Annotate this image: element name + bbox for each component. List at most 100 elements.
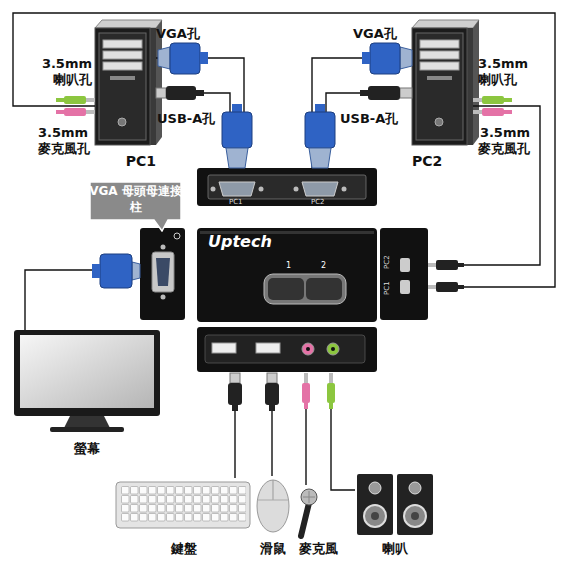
usb-cable [326,93,412,168]
audio-plug [428,285,436,289]
usb-plug [265,383,279,405]
audio-cable [305,373,306,485]
kvm-top-panel [197,168,377,206]
monitor-illustration [50,427,124,432]
kvm-body [268,278,304,300]
button-number: 2 [321,261,326,271]
kvm-right-panel [400,280,410,294]
kvm-right-panel [400,258,410,272]
port-label: 3.5mm 喇叭孔 [478,56,536,87]
speaker-illustration [364,505,386,527]
node-label: 鍵盤 [115,541,252,557]
usb-plug [269,405,275,411]
audio-plug [458,263,464,267]
vga-plug [226,148,248,168]
vga-plug [158,47,170,69]
audio-plug [504,110,512,114]
audio-plug [64,108,86,116]
node-label: Uptech [208,232,272,251]
kvm-left-panel [140,228,185,320]
computer: PC2 [412,20,473,170]
kvm-bottom-panel [327,343,339,355]
usb-cable [271,373,272,476]
node-label: PC1 [126,153,156,170]
kvm-top-panel [342,187,347,192]
kvm-top-panel [302,182,338,196]
microphone-illustration [301,489,317,536]
usb-plug [166,86,196,100]
vga-plug [400,47,412,69]
speaker-illustration [371,512,379,520]
vga-plug [315,104,325,112]
audio-plug [56,110,64,114]
audio-plug [428,263,436,267]
kvm-right-panel [380,228,428,320]
audio-plug [458,285,464,289]
kvm-top-panel [219,182,255,196]
audio-cable [428,106,540,265]
keyboard-illustration [116,482,250,528]
monitor-illustration [64,416,110,428]
audio-plug [302,383,310,403]
mouse-illustration [257,480,289,532]
audio-cable [13,13,555,287]
audio-plug [56,98,64,102]
usb-cable [156,93,230,168]
speaker-illustration [357,474,393,535]
vga-plug [170,43,200,74]
vga-plug [309,148,331,168]
audio-plug [482,108,504,116]
microphone-illustration [301,503,309,536]
audio-plug [436,282,458,292]
audio-plug [304,373,308,383]
vga-plug [92,264,100,278]
usb-plug [368,86,400,100]
speaker: 喇叭 [355,460,435,561]
microphone: 麥克風 [295,485,341,561]
audio-plug [86,98,95,102]
port-label: VGA孔 [156,26,200,42]
node-label: 麥克風 [295,541,341,557]
node-label: VGA 母頭母連接柱 [88,184,183,215]
vga-cable [312,58,412,168]
port-label: 3.5mm 麥克風孔 [38,125,100,156]
kvm-top-panel [197,168,377,206]
kvm-bottom-panel [212,343,236,353]
kvm-left-panel [140,228,185,320]
kvm-bottom-panel [256,343,280,353]
port-label: USB-A孔 [157,111,215,127]
button-number: 1 [286,261,291,271]
port-label: 3.5mm 喇叭孔 [34,56,92,87]
mouse-illustration [258,500,288,501]
vga-plug [200,52,208,64]
speaker-illustration [369,482,381,494]
kvm-top-panel [259,187,264,192]
audio-cable [331,373,355,490]
kvm-left-panel [152,252,174,292]
audio-plug [304,403,308,409]
kvm-top-panel [211,187,216,192]
mouse-illustration [273,480,274,500]
audio-plug [56,96,512,409]
kvm-switch: Uptech [140,168,428,373]
kvm-body [264,274,346,304]
keyboard-illustration [116,482,250,528]
kvm-right-panel [380,228,428,320]
port-label: 3.5mm 麥克風孔 [468,125,530,156]
pc-tower [95,20,162,145]
audio-plug [473,98,482,102]
kvm-bottom-panel [331,347,335,351]
usb-plug [228,383,242,405]
audio-plug [327,383,335,403]
vga-plug [362,52,370,64]
kvm-body [197,228,377,322]
vga-plug [305,112,335,148]
kvm-bottom-panel [306,347,310,351]
vga-plug [92,43,412,288]
vga-plug [132,262,140,280]
vga-plug [232,104,242,112]
speaker-illustration [357,474,433,535]
speaker-illustration [411,512,419,520]
monitor-illustration [14,330,160,432]
audio-plug [329,373,333,383]
